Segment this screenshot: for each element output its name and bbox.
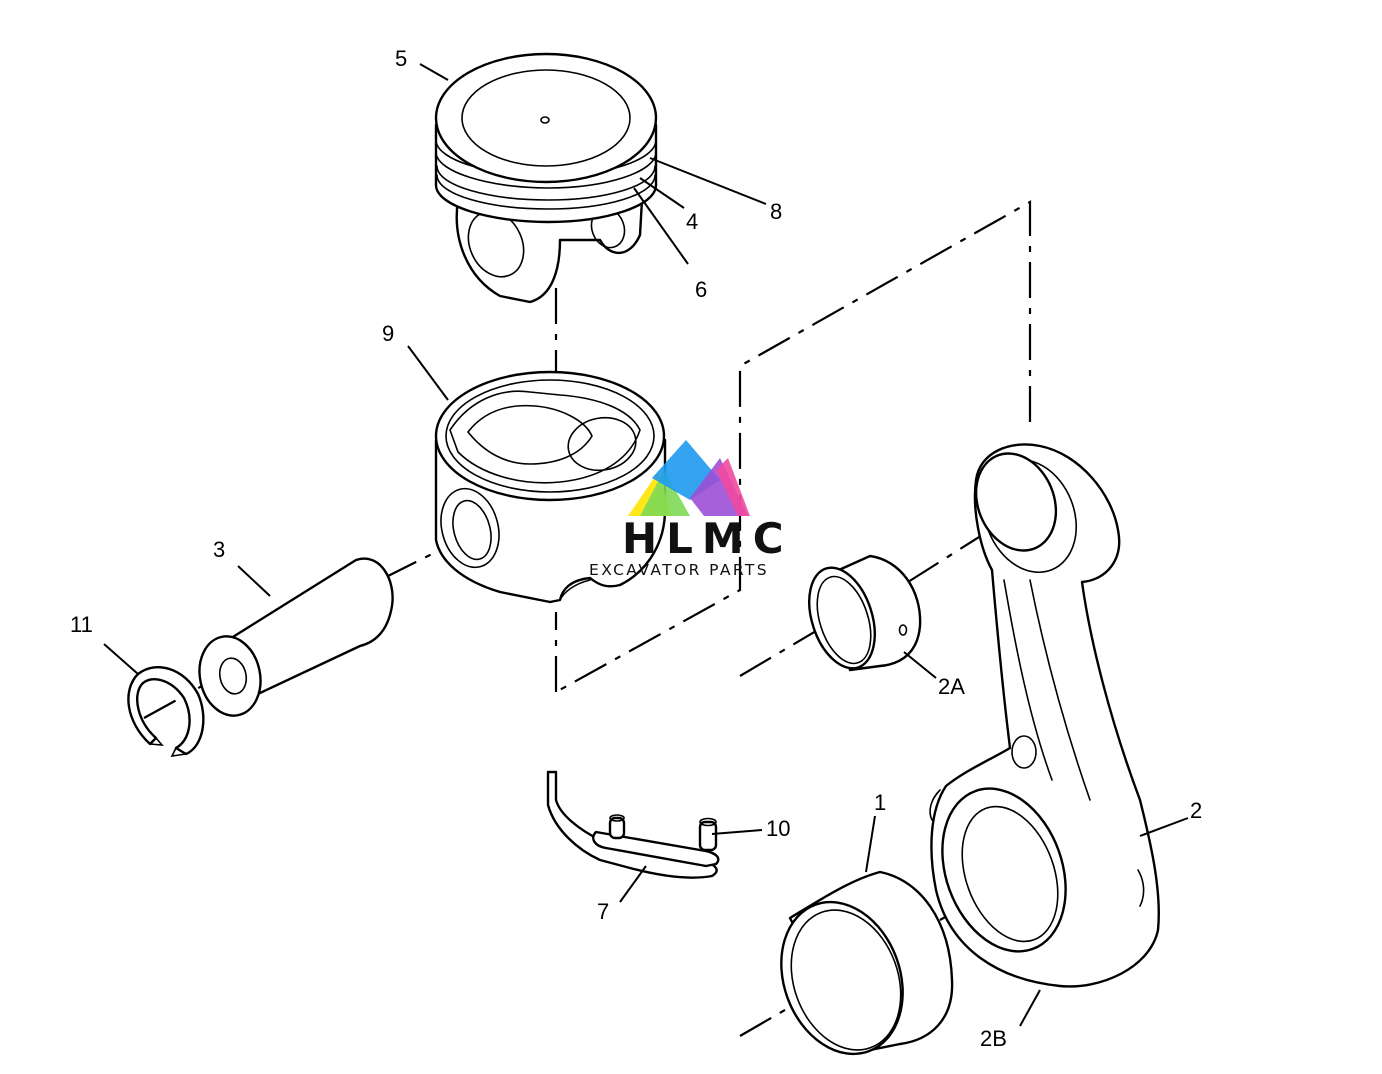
callout-9: 9 [382, 321, 395, 346]
piston-crown-part-5 [434, 52, 658, 304]
callout-8: 8 [770, 199, 783, 224]
rod-bearing-part-1 [780, 870, 954, 1056]
brand-subtitle: EXCAVATOR PARTS [589, 561, 770, 579]
piston-skirt-part-9 [434, 370, 667, 604]
oil-jet-part-7 [546, 770, 720, 879]
piston-pin-part-3 [198, 557, 394, 717]
callout-11: 11 [70, 612, 93, 637]
callout-leaders [103, 63, 1189, 1027]
callout-5: 5 [395, 46, 408, 71]
callout-1: 1 [874, 790, 887, 815]
rod-bushing-part-2A [808, 554, 922, 672]
callout-2: 2 [1190, 798, 1203, 823]
callout-10: 10 [766, 816, 791, 841]
callout-7: 7 [597, 899, 610, 924]
brand-name: HLMC [622, 514, 793, 563]
callout-3: 3 [213, 537, 226, 562]
callout-6: 6 [695, 277, 708, 302]
connecting-rod-part-2 [929, 443, 1160, 988]
brand-logo-icon [628, 440, 750, 516]
oil-jet-pin-part-10 [698, 817, 718, 852]
callout-2A: 2A [938, 674, 965, 699]
callout-4: 4 [686, 209, 699, 234]
retaining-ring-part-11 [127, 666, 205, 758]
callout-2B: 2B [980, 1026, 1007, 1051]
